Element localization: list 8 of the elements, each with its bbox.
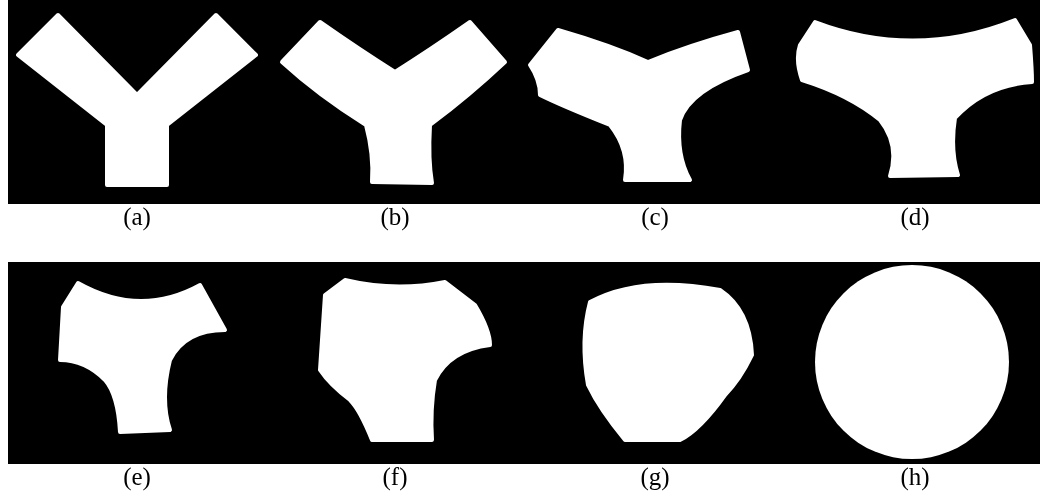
panel-label: (h)	[900, 463, 930, 491]
panel-label: (f)	[382, 463, 408, 491]
panel-label: (c)	[641, 203, 669, 231]
panel-label: (d)	[900, 203, 930, 231]
panel-label: (b)	[380, 203, 410, 231]
panel-label: (a)	[123, 203, 151, 231]
panel-label: (e)	[123, 463, 151, 491]
panel-label: (g)	[640, 463, 670, 491]
